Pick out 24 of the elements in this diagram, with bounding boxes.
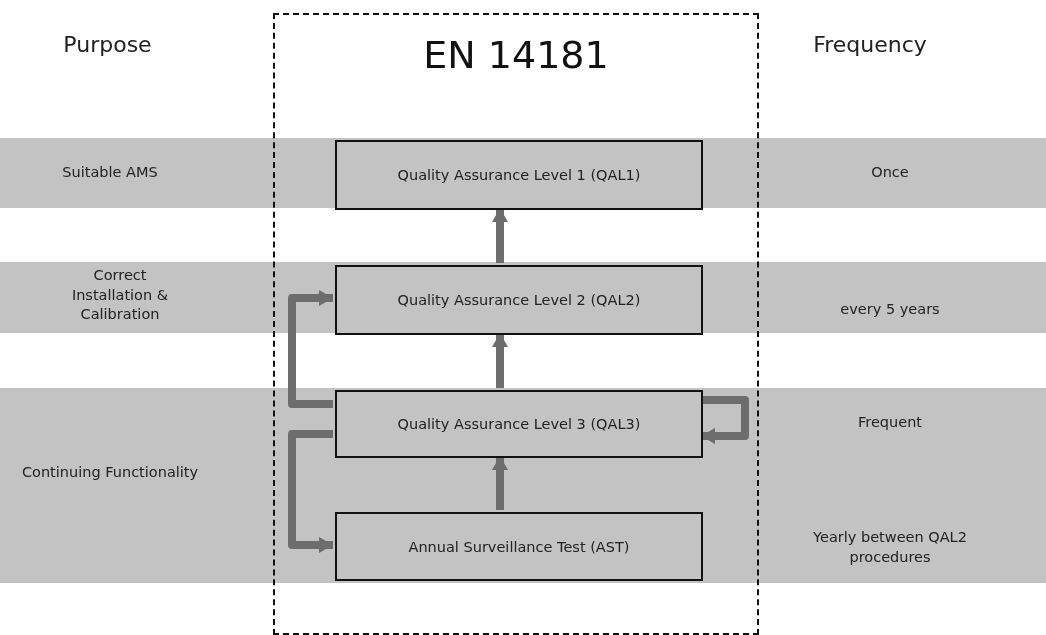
box-label: Annual Surveillance Test (AST) xyxy=(408,538,630,555)
arrow xyxy=(492,456,508,510)
process-box xyxy=(335,265,703,335)
process-box xyxy=(335,512,703,581)
standard-title: EN 14181 xyxy=(422,33,610,77)
purpose-label: Correct Installation & Calibration xyxy=(70,266,170,325)
purpose-label: Suitable AMS xyxy=(61,163,159,182)
frequency-label: every 5 years xyxy=(839,300,941,319)
box-label: Quality Assurance Level 2 (QAL2) xyxy=(397,292,641,308)
box-label: Quality Assurance Level 1 (QAL1) xyxy=(397,167,641,183)
arrow xyxy=(288,290,333,408)
column-heading: Frequency xyxy=(812,31,928,59)
frequency-label: Frequent xyxy=(856,413,923,432)
frequency-label: Yearly between QAL2 procedures xyxy=(812,528,968,567)
purpose-label: Continuing Functionality xyxy=(20,463,200,482)
dashed-frame xyxy=(273,13,759,635)
process-box xyxy=(335,390,703,458)
arrow xyxy=(288,430,333,553)
arrow xyxy=(492,333,508,388)
process-box xyxy=(335,140,703,210)
box-label: Quality Assurance Level 3 (QAL3) xyxy=(397,416,641,432)
arrow xyxy=(492,208,508,263)
frequency-label: Once xyxy=(870,163,910,182)
column-heading: Purpose xyxy=(62,31,153,59)
